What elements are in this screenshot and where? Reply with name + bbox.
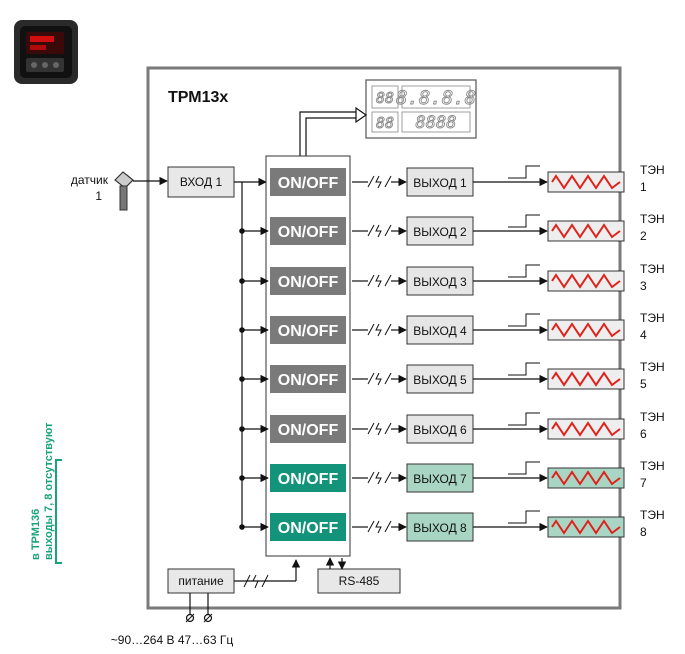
heater-number-7: 7 bbox=[640, 476, 647, 490]
relay-symbol-8 bbox=[368, 521, 374, 532]
logic-column bbox=[266, 156, 350, 556]
output-label-4: ВЫХОД 4 bbox=[413, 324, 467, 338]
heater-label-4: ТЭН bbox=[640, 311, 665, 325]
relay-symbol-3 bbox=[368, 275, 374, 286]
switch-label-6: ON/OFF bbox=[278, 422, 339, 439]
relay-symbol-6 bbox=[368, 423, 374, 434]
rs485-label: RS-485 bbox=[339, 574, 380, 588]
output-label-3: ВЫХОД 3 bbox=[413, 275, 467, 289]
indicator-display: 88 8.8.8.8 88 8888 bbox=[366, 80, 476, 138]
output-label-2: ВЫХОД 2 bbox=[413, 225, 467, 239]
relay-symbol-7 bbox=[368, 472, 374, 483]
step-signal-1 bbox=[508, 166, 540, 178]
relay-symbol-2 bbox=[368, 225, 374, 236]
switch-label-1: ON/OFF bbox=[278, 175, 339, 192]
switch-label-7: ON/OFF bbox=[278, 471, 339, 488]
heater-number-2: 2 bbox=[640, 229, 647, 243]
heater-label-8: ТЭН bbox=[640, 508, 665, 522]
display-top-small: 88 bbox=[376, 89, 394, 107]
bus-junction bbox=[239, 278, 245, 284]
step-signal-6 bbox=[508, 413, 540, 425]
note-bracket-text: в ТРМ136 выходы 7, 8 отсутствуют bbox=[30, 423, 56, 560]
heater-number-3: 3 bbox=[640, 279, 647, 293]
heater-number-1: 1 bbox=[640, 180, 647, 194]
bus-junction bbox=[239, 426, 245, 432]
switch-label-4: ON/OFF bbox=[278, 323, 339, 340]
heater-label-1: ТЭН bbox=[640, 163, 665, 177]
step-signal-2 bbox=[508, 215, 540, 227]
display-bottom-small: 88 bbox=[376, 114, 394, 132]
output-label-7: ВЫХОД 7 bbox=[413, 472, 467, 486]
power-supply-spec: ~90…264 В 47…63 Гц bbox=[111, 633, 234, 647]
step-signal-4 bbox=[508, 314, 540, 326]
power-label: питание bbox=[178, 574, 224, 588]
step-signal-5 bbox=[508, 363, 540, 375]
sensor-number: 1 bbox=[95, 189, 102, 203]
output-label-8: ВЫХОД 8 bbox=[413, 521, 467, 535]
heater-label-5: ТЭН bbox=[640, 360, 665, 374]
relay-symbol-1 bbox=[368, 176, 374, 187]
note-line-1: в ТРМ136 bbox=[30, 423, 43, 560]
switch-label-8: ON/OFF bbox=[278, 520, 339, 537]
note-line-2: выходы 7, 8 отсутствуют bbox=[43, 423, 56, 560]
input-label: ВХОД 1 bbox=[180, 175, 223, 189]
bus-junction bbox=[239, 327, 245, 333]
switch-label-5: ON/OFF bbox=[278, 372, 339, 389]
bus-junction bbox=[239, 228, 245, 234]
heater-number-8: 8 bbox=[640, 525, 647, 539]
sensor-label: датчик bbox=[71, 173, 109, 187]
power-terminals bbox=[186, 614, 212, 622]
sensor-icon bbox=[115, 172, 133, 210]
bus-junction bbox=[239, 475, 245, 481]
display-top-big: 8.8.8.8 bbox=[396, 87, 476, 109]
step-signal-3 bbox=[508, 265, 540, 277]
heater-label-7: ТЭН bbox=[640, 459, 665, 473]
switch-label-2: ON/OFF bbox=[278, 224, 339, 241]
bus-junction bbox=[239, 376, 245, 382]
heater-label-2: ТЭН bbox=[640, 212, 665, 226]
step-signal-8 bbox=[508, 511, 540, 523]
output-label-1: ВЫХОД 1 bbox=[413, 176, 467, 190]
bus-junction bbox=[239, 524, 245, 530]
heater-number-5: 5 bbox=[640, 377, 647, 391]
relay-symbol-4 bbox=[368, 324, 374, 335]
output-label-5: ВЫХОД 5 bbox=[413, 373, 467, 387]
heater-number-4: 4 bbox=[640, 328, 647, 342]
display-bottom-big: 8888 bbox=[416, 113, 457, 133]
device-photo bbox=[14, 20, 78, 84]
switch-label-3: ON/OFF bbox=[278, 274, 339, 291]
heater-number-6: 6 bbox=[640, 427, 647, 441]
heater-label-6: ТЭН bbox=[640, 410, 665, 424]
relay-symbol-5 bbox=[368, 373, 374, 384]
heater-label-3: ТЭН bbox=[640, 262, 665, 276]
step-signal-7 bbox=[508, 462, 540, 474]
output-label-6: ВЫХОД 6 bbox=[413, 423, 467, 437]
device-title: ТРМ13х bbox=[168, 89, 228, 106]
